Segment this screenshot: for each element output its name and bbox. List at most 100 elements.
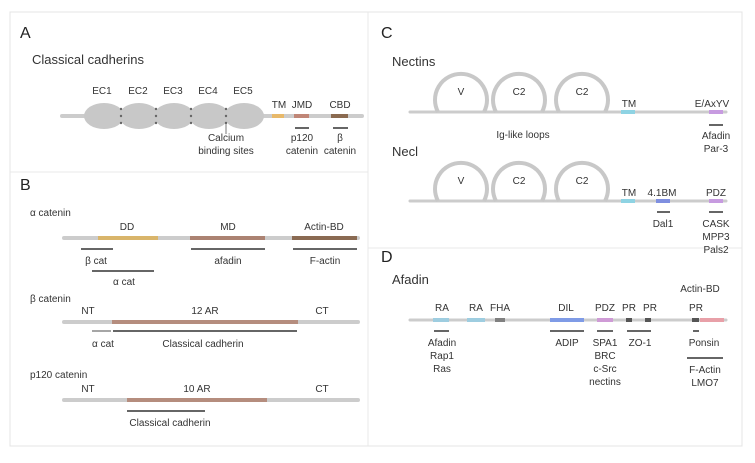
md-segment [190, 236, 265, 240]
beta-cadherin-label: Classical cadherin [162, 339, 243, 350]
actin-bd-label: Actin-BD [304, 222, 343, 233]
necl-binder-dal1: Dal1 [653, 219, 674, 230]
panel-c: C Nectins V C2 C2 TM E/AxYV Ig-like loop… [381, 25, 730, 256]
necl-4-1bm-segment [656, 199, 670, 203]
afadin-ra2-segment [467, 318, 485, 322]
ec2-domain [119, 103, 159, 129]
nectin-loop-c2-1 [491, 71, 547, 113]
pr3-binder-ponsin: Ponsin [689, 338, 720, 349]
alpha-catenin-name: α catenin [30, 208, 71, 219]
nectin-motif-segment [709, 110, 723, 114]
ec4-domain [189, 103, 229, 129]
panel-a: A Classical cadherins EC1 EC2 EC3 EC4 EC… [20, 25, 364, 157]
necl-loop-v-label: V [458, 176, 465, 187]
nectin-binder-afadin: Afadin [702, 131, 730, 142]
p120-cadherin-label: Classical cadherin [129, 418, 210, 429]
figure-frame [9, 11, 743, 447]
pdz-binder-c-src: c-Src [593, 364, 616, 375]
necl-pdz-label: PDZ [706, 188, 726, 199]
beta-nt-label: NT [81, 306, 94, 317]
afadin-ra2-label: RA [469, 303, 483, 314]
nectins-title: Nectins [392, 54, 436, 69]
alpha-cat-label: α cat [113, 277, 135, 288]
nectin-loop-c2-2 [554, 71, 610, 113]
necl-loop-c2-1 [491, 160, 547, 202]
nectin-tm-label: TM [622, 99, 636, 110]
nectin-motif-label: E/AxYV [695, 99, 730, 110]
necl-loop-v [433, 160, 489, 202]
afadin-fha-label: FHA [490, 303, 510, 314]
beta-alpha-cat-label: α cat [92, 339, 114, 350]
afadin-dil-segment [550, 318, 584, 322]
afadin-fha-segment [495, 318, 505, 322]
beta-label-line2: catenin [324, 146, 356, 157]
necl-title: Necl [392, 144, 418, 159]
ec1-label: EC1 [92, 86, 112, 97]
beta-cat-label: β cat [85, 256, 107, 267]
calcium-site-markers [119, 107, 228, 125]
nectin-loop-c2-1-label: C2 [513, 87, 526, 98]
calcium-label-line2: binding sites [198, 146, 254, 157]
afadin-actin-bd-label: Actin-BD [680, 284, 719, 295]
ec4-label: EC4 [198, 86, 218, 97]
necl-binder-pals2: Pals2 [703, 245, 728, 256]
dd-segment [98, 236, 158, 240]
tm-segment [272, 114, 284, 118]
beta-ar-segment [112, 320, 298, 324]
panel-b-letter: B [20, 177, 31, 194]
p120-ar-segment [127, 398, 267, 402]
p120-catenin-name: p120 catenin [30, 370, 87, 381]
p120-label-line1: p120 [291, 133, 314, 144]
pr-binder-zo1: ZO-1 [629, 338, 652, 349]
ec5-label: EC5 [233, 86, 253, 97]
necl-tm-label: TM [622, 188, 636, 199]
panel-c-letter: C [381, 25, 393, 42]
ra-binder-afadin: Afadin [428, 338, 456, 349]
f-actin-label: F-actin [310, 256, 341, 267]
afadin-pr2-label: PR [643, 303, 657, 314]
p120-ct-label: CT [315, 384, 328, 395]
cbd-label: CBD [329, 100, 350, 111]
afadin-pr2-segment [645, 318, 651, 322]
nectin-loop-v-label: V [458, 87, 465, 98]
necl-loop-c2-2 [554, 160, 610, 202]
necl-binder-mpp3: MPP3 [702, 232, 730, 243]
ec3-domain [154, 103, 194, 129]
ra-binder-rap1: Rap1 [430, 351, 454, 362]
necl-tm-segment [621, 199, 635, 203]
panel-d: D Afadin RA RA FHA DIL PDZ PR PR Actin-B… [381, 249, 728, 389]
p120-label-line2: catenin [286, 146, 318, 157]
tm-label: TM [272, 100, 286, 111]
beta-ar-label: 12 AR [191, 306, 218, 317]
afadin-pdz-label: PDZ [595, 303, 615, 314]
afadin-ra1-label: RA [435, 303, 449, 314]
md-label: MD [220, 222, 236, 233]
pdz-binder-brc: BRC [594, 351, 615, 362]
jmd-label: JMD [292, 100, 313, 111]
actin-binder-lmo7: LMO7 [691, 378, 719, 389]
afadin-pdz-segment [597, 318, 613, 322]
afadin-pr3-segment [692, 318, 699, 322]
nectin-loop-v [433, 71, 489, 113]
necl-loop-c2-2-label: C2 [576, 176, 589, 187]
afadin-pr3-label: PR [689, 303, 703, 314]
dil-binder-adip: ADIP [555, 338, 579, 349]
calcium-label-line1: Calcium [208, 133, 244, 144]
beta-label-line1: β [337, 133, 343, 144]
actin-bd-segment [292, 236, 357, 240]
afadin-ra1-segment [433, 318, 449, 322]
ra-binder-ras: Ras [433, 364, 451, 375]
ig-loops-caption: Ig-like loops [496, 130, 549, 141]
nectin-binder-par3: Par-3 [704, 144, 729, 155]
beta-ct-label: CT [315, 306, 328, 317]
panel-b: B α catenin DD MD Actin-BD β cat α cat a… [20, 177, 360, 429]
pdz-binder-nectins: nectins [589, 377, 621, 388]
necl-pdz-segment [709, 199, 723, 203]
necl-loop-c2-1-label: C2 [513, 176, 526, 187]
nectin-tm-segment [621, 110, 635, 114]
panel-d-letter: D [381, 249, 393, 266]
panel-a-letter: A [20, 25, 31, 42]
ec2-label: EC2 [128, 86, 148, 97]
